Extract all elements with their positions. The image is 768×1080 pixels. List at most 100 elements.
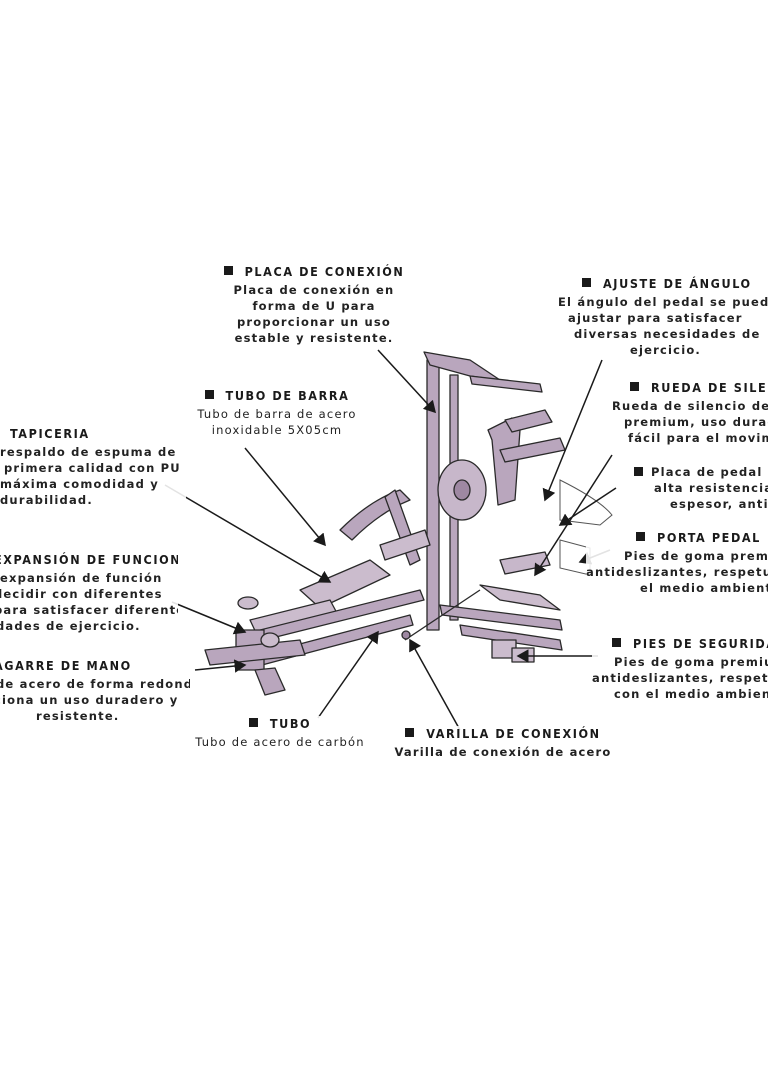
title-text: AJUSTE DE ÁNGULO bbox=[603, 276, 752, 291]
label-rueda-silencio: RUEDA DE SILENCIO Rueda de silencio de p… bbox=[608, 380, 768, 446]
title-text: PORTA PEDAL bbox=[657, 530, 761, 545]
top-arm bbox=[469, 375, 543, 393]
desc-line: Placa de conexión en bbox=[233, 283, 395, 297]
label-tubo: TUBO Tubo de acero de carbón bbox=[186, 716, 374, 750]
desc-line: para satisfacer diferentes bbox=[0, 603, 178, 617]
desc-line: Rueda de silencio de bbox=[612, 399, 768, 413]
desc-line: ejercicio. bbox=[630, 343, 701, 357]
desc-line: durabilidad. bbox=[0, 493, 93, 507]
rear-lower-rail bbox=[459, 624, 563, 651]
label-title: PLACA DE CONEXIÓN bbox=[214, 264, 414, 279]
right-handle bbox=[504, 409, 553, 433]
label-description: El ángulo del pedal se puede ajustar par… bbox=[558, 294, 768, 358]
arrow-agarre bbox=[194, 659, 247, 673]
label-placa-conexion: PLACA DE CONEXIÓN Placa de conexión en f… bbox=[214, 264, 414, 346]
foot-pedal-plate bbox=[499, 551, 551, 575]
label-porta-pedal: PORTA PEDAL Pies de goma premium antides… bbox=[586, 530, 768, 596]
label-description: Pies de goma premium antideslizantes, re… bbox=[592, 654, 768, 702]
arrow-placa-pedal bbox=[558, 487, 617, 526]
label-title: AJUSTE DE ÁNGULO bbox=[558, 276, 768, 291]
desc-line: Tubo de acero de carbón bbox=[195, 735, 365, 749]
title-text: TUBO bbox=[269, 716, 312, 731]
desc-line: inoxidable 5X05cm bbox=[211, 423, 343, 437]
label-agarre: AGARRE DE MANO de acero de forma redonda… bbox=[0, 658, 190, 724]
desc-line: Pies de goma premium bbox=[624, 549, 768, 563]
title-text: TUBO DE BARRA bbox=[225, 388, 350, 403]
label-title: TUBO DE BARRA bbox=[184, 388, 370, 403]
leg-roller-left bbox=[237, 596, 259, 610]
desc-line: el medio ambiente bbox=[640, 581, 768, 595]
label-title: TUBO bbox=[186, 716, 374, 731]
rear-bench-pad bbox=[479, 584, 561, 611]
desc-line: respaldo de espuma de bbox=[0, 445, 177, 459]
desc-line: El ángulo del pedal se puede bbox=[558, 295, 768, 309]
desc-line: dades de ejercicio. bbox=[0, 619, 141, 633]
title-text: PLACA DE CONEXIÓN bbox=[244, 264, 405, 279]
title-text: RUEDA DE SILENCIO bbox=[651, 380, 768, 395]
rear-foot-right bbox=[511, 647, 535, 663]
square-bullet-icon bbox=[223, 266, 233, 275]
desc-line: resistente. bbox=[36, 709, 120, 723]
bench-seat-pad bbox=[299, 559, 391, 609]
desc-line: antideslizantes, respetuoso bbox=[586, 565, 768, 579]
square-bullet-icon bbox=[248, 718, 258, 727]
pedal-outline-sketch bbox=[559, 479, 613, 526]
desc-line: decidir con diferentes bbox=[0, 587, 163, 601]
label-description: expansión de función decidir con diferen… bbox=[0, 570, 178, 634]
connecting-rod bbox=[404, 589, 481, 641]
label-description: Placa de pedal de alta resistencia espes… bbox=[628, 464, 768, 512]
desc-line: expansión de función bbox=[0, 571, 163, 585]
arrow-tubo bbox=[317, 630, 379, 719]
desc-line: Tubo de barra de acero bbox=[197, 407, 357, 421]
label-title: PORTA PEDAL bbox=[586, 530, 768, 545]
desc-line: con el medio ambiente bbox=[614, 687, 768, 701]
desc-line: premium, uso duradero bbox=[624, 415, 768, 429]
desc-line: ciona un uso duradero y bbox=[0, 693, 179, 707]
rear-base-rail bbox=[439, 604, 563, 631]
desc-line: máxima comodidad y bbox=[0, 477, 159, 491]
title-text: PIES DE SEGURIDAD bbox=[633, 636, 768, 651]
label-expansion: EXPANSIÓN DE FUNCIONES expansión de func… bbox=[0, 552, 178, 634]
title-text: VARILLA DE CONEXIÓN bbox=[426, 726, 601, 741]
label-title: TAPICERIA bbox=[0, 426, 186, 441]
desc-line-with-bullet: Placa de pedal de bbox=[628, 464, 768, 480]
desc-line: fácil para el movimiento bbox=[628, 431, 768, 445]
arrow-tubo-barra bbox=[244, 447, 326, 547]
square-bullet-icon bbox=[630, 382, 639, 391]
title-text: TAPICERIA bbox=[10, 426, 90, 441]
desc-line: Varilla de conexión de acero bbox=[394, 745, 612, 759]
label-tubo-barra: TUBO DE BARRA Tubo de barra de acero ino… bbox=[184, 388, 370, 438]
label-description: Tubo de barra de acero inoxidable 5X05cm bbox=[184, 406, 370, 438]
desc-line: antideslizantes, respetuoso bbox=[592, 671, 768, 685]
square-bullet-icon bbox=[612, 638, 621, 647]
backrest-pad bbox=[379, 529, 431, 561]
label-description: de acero de forma redonda ciona un uso d… bbox=[0, 676, 190, 724]
label-tapiceria: TAPICERIA respaldo de espuma de primera … bbox=[0, 426, 186, 508]
leg-roller-right bbox=[260, 632, 280, 648]
label-description: Placa de conexión en forma de U para pro… bbox=[214, 282, 414, 346]
desc-line: proporcionar un uso bbox=[237, 315, 391, 329]
label-description: respaldo de espuma de primera calidad co… bbox=[0, 444, 186, 508]
label-title: RUEDA DE SILENCIO bbox=[608, 380, 768, 395]
title-text: AGARRE DE MANO bbox=[0, 658, 132, 673]
square-bullet-icon bbox=[582, 278, 591, 287]
square-bullet-icon bbox=[405, 728, 415, 737]
square-bullet-icon bbox=[634, 467, 643, 476]
label-pies-seguridad: PIES DE SEGURIDAD Pies de goma premium a… bbox=[592, 636, 768, 702]
label-ajuste-angulo: AJUSTE DE ÁNGULO El ángulo del pedal se … bbox=[558, 276, 768, 358]
weight-plate-hub bbox=[453, 479, 471, 501]
arrow-ajuste-angulo bbox=[542, 359, 603, 502]
desc-line: estable y resistente. bbox=[234, 331, 394, 345]
title-text: EXPANSIÓN DE FUNCIONES bbox=[0, 552, 178, 567]
square-bullet-icon bbox=[636, 532, 645, 541]
label-varilla: VARILLA DE CONEXIÓN Varilla de conexión … bbox=[390, 726, 616, 760]
desc-line: forma de U para bbox=[252, 299, 376, 313]
pivot-joint bbox=[401, 630, 411, 640]
label-placa-pedal: Placa de pedal de alta resistencia espes… bbox=[628, 464, 768, 512]
arrow-tapiceria bbox=[164, 484, 332, 583]
main-tower-post bbox=[426, 359, 440, 631]
label-title: EXPANSIÓN DE FUNCIONES bbox=[0, 552, 178, 567]
desc-line: primera calidad con PU bbox=[4, 461, 181, 475]
arrow-rueda-silencio bbox=[534, 454, 613, 577]
